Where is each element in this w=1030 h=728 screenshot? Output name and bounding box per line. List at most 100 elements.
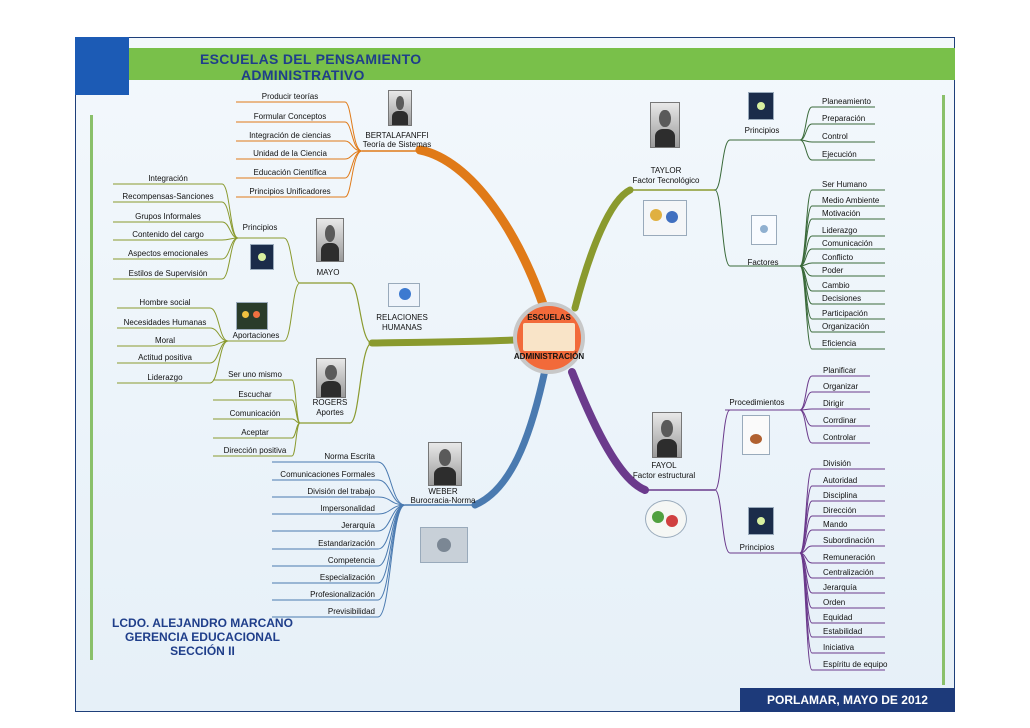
fayol-principio-1: Autoridad [823, 476, 857, 485]
weber-office-icon [420, 527, 468, 563]
taylor-factor-0: Ser Humano [822, 180, 867, 189]
weber-item-8: Profesionalización [310, 590, 375, 599]
fayol-principios-link [714, 489, 731, 554]
aportaciones-people-icon [236, 302, 268, 330]
weber-link-1 [377, 479, 406, 506]
mayo-principio-3: Contenido del cargo [132, 230, 204, 239]
fayol-procedimiento-0: Planificar [823, 366, 856, 375]
taylor-factor-6: Poder [822, 266, 844, 275]
relaciones-globe-icon [388, 283, 420, 307]
mayo-principio-5: Estilos de Supervisión [129, 269, 208, 278]
rogers-item-4: Dirección positiva [224, 446, 287, 455]
bert-item-2: Integración de ciencias [249, 131, 331, 140]
mayo-aporte-link-1 [209, 327, 229, 342]
fayol-subtitle: Factor estructural [633, 471, 695, 480]
fayol-principio-11: Estabilidad [823, 627, 862, 636]
taylor-principio-0: Planeamiento [822, 97, 871, 106]
weber-photo [428, 442, 462, 486]
fayol-procedimiento-link-4 [799, 409, 813, 444]
taylor-principio-3: Ejecución [822, 150, 857, 159]
fayol-gears-icon [645, 500, 687, 538]
mayo-photo [316, 218, 344, 262]
fayol-procedimiento-3: Corrdinar [823, 416, 857, 425]
fayol-procedimientos-label: Procedimientos [729, 398, 784, 407]
taylor-factor-10: Organización [822, 322, 869, 331]
fayol-principios-label: Principios [740, 543, 775, 552]
mayo-principio-link-4 [221, 237, 239, 260]
fayol-principio-3: Dirección [823, 506, 856, 515]
corner-block [75, 37, 129, 95]
weber-link-8 [377, 504, 406, 601]
weber-link-9 [377, 504, 406, 618]
branch-taylor [571, 186, 634, 312]
mayo-aporte-2: Moral [155, 336, 175, 345]
right-border-line [942, 95, 945, 685]
bert-item-1: Formular Conceptos [254, 112, 326, 121]
taylor-technology-icon [643, 200, 687, 236]
branch-weber [471, 366, 549, 509]
page-title-line1: ESCUELAS DEL PENSAMIENTO [200, 51, 422, 67]
rogers-item-2: Comunicación [230, 409, 281, 418]
taylor-factor-8: Decisiones [822, 294, 861, 303]
bert-link-5 [344, 150, 363, 198]
rogers-link-4 [291, 422, 301, 457]
fayol-principio-8: Jerarquía [823, 583, 857, 592]
branch-bertalanffy [415, 145, 555, 330]
taylor-name: TAYLOR [651, 166, 682, 175]
weber-item-3: Impersonalidad [320, 504, 375, 513]
branch-fayol [568, 368, 649, 494]
mayo-principio-link-5 [221, 237, 239, 280]
mayo-aporte-0: Hombre social [139, 298, 190, 307]
left-border-line [90, 115, 93, 660]
weber-item-6: Competencia [328, 556, 376, 565]
rogers-link-1 [291, 399, 301, 424]
mayo-principio-link-2 [221, 221, 239, 239]
fayol-principio-5: Subordinación [823, 536, 874, 545]
taylor-factores-icon [751, 215, 777, 245]
bert-item-5: Principios Unificadores [249, 187, 330, 196]
bert-link-1 [344, 121, 363, 152]
mayo-name: MAYO [317, 268, 340, 277]
mayo-aportaciones-link [283, 282, 301, 342]
weber-name: WEBER [428, 487, 458, 496]
mayo-principio-1: Recompensas-Sanciones [122, 192, 213, 201]
author-section: SECCIÓN II [170, 644, 235, 658]
relaciones-label-1: RELACIONES [376, 313, 428, 322]
fayol-principio-12: Iniciativa [823, 643, 855, 652]
taylor-factor-link-0 [799, 189, 813, 267]
rogers-name: ROGERS [313, 398, 348, 407]
mayo-principio-2: Grupos Informales [135, 212, 201, 221]
bert-link-0 [344, 101, 363, 152]
mayo-aporte-link-4 [209, 340, 229, 384]
rogers-item-1: Escuchar [238, 390, 272, 399]
mayo-principios-link [283, 237, 301, 284]
mayo-aporte-link-0 [209, 307, 229, 342]
taylor-principios-icon [748, 92, 774, 120]
fayol-photo [652, 412, 682, 458]
taylor-principios-link [714, 139, 731, 191]
bertalanffy-photo [388, 90, 412, 126]
fayol-procedimiento-link-3 [799, 409, 813, 427]
taylor-factor-11: Eficiencia [822, 339, 857, 348]
page-title-line2: ADMINISTRATIVO [241, 67, 365, 83]
rogers-subtitle: Aportes [316, 408, 344, 417]
taylor-factor-link-11 [799, 265, 813, 350]
weber-item-5: Estandarización [318, 539, 375, 548]
mayo-aporte-1: Necesidades Humanas [124, 318, 207, 327]
fayol-procedimientos-link [714, 409, 731, 491]
rogers-link [349, 342, 373, 424]
rogers-item-0: Ser uno mismo [228, 370, 282, 379]
taylor-principios-label: Principios [745, 126, 780, 135]
weber-subtitle: Burocracia-Norma [411, 496, 476, 505]
rogers-photo [316, 358, 346, 398]
taylor-photo [650, 102, 680, 148]
taylor-factor-9: Participación [822, 309, 868, 318]
taylor-principio-1: Preparación [822, 114, 865, 123]
mayo-principio-0: Integración [148, 174, 188, 183]
center-hub-image [523, 323, 575, 351]
weber-item-4: Jerarquía [341, 521, 375, 530]
bert-item-3: Unidad de la Ciencia [253, 149, 327, 158]
fayol-principio-9: Orden [823, 598, 845, 607]
taylor-factores-link [714, 189, 731, 267]
